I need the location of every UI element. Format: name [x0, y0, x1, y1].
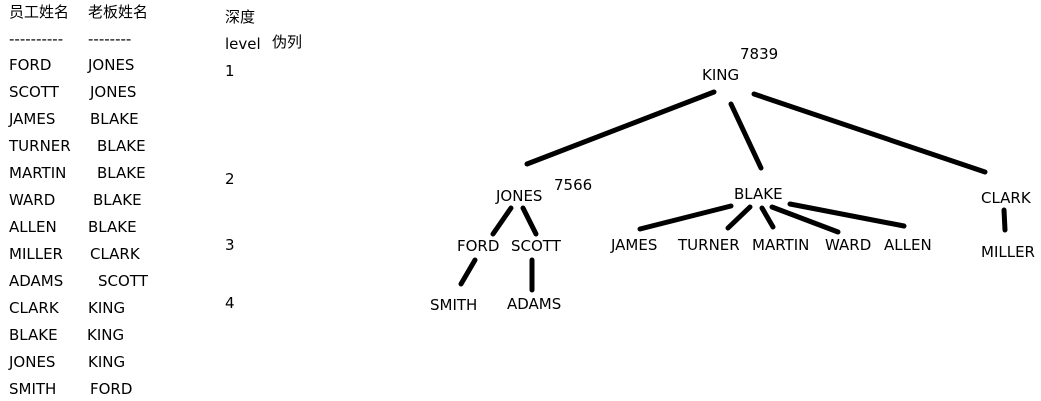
edge-clark-miller [1001, 207, 1008, 233]
employee-name-header: 员工姓名 [9, 3, 70, 21]
table-row-employee: ALLEN [9, 218, 57, 236]
level-label: level [225, 35, 261, 53]
table-row-boss: JONES [88, 56, 135, 74]
depth-title: 深度 [225, 8, 256, 26]
tree-node-allen: ALLEN [884, 236, 932, 254]
table-row-employee: SMITH [9, 380, 57, 398]
table-row-employee: JONES [9, 353, 56, 371]
table-row-employee: MARTIN [9, 164, 67, 182]
table-row-boss: BLAKE [93, 191, 142, 209]
table-row-employee: SCOTT [9, 83, 59, 101]
jones-number-label: 7566 [554, 176, 593, 194]
table-row-boss: FORD [90, 380, 133, 398]
edge-king-clark [751, 91, 988, 175]
edge-blake-turner [725, 204, 753, 231]
pseudo-column-label: 伪列 [272, 33, 303, 51]
tree-node-blake: BLAKE [734, 185, 783, 203]
table-row-boss: BLAKE [90, 110, 139, 128]
table-row-employee: FORD [9, 56, 52, 74]
tree-node-jones: JONES [496, 187, 543, 205]
table-row-employee: JAMES [9, 110, 56, 128]
table-row-boss: BLAKE [97, 137, 146, 155]
table-row-boss: BLAKE [88, 218, 137, 236]
tree-node-miller: MILLER [981, 243, 1035, 261]
table-row-employee: BLAKE [9, 326, 58, 344]
edge-blake-james [637, 203, 734, 232]
table-row-boss: BLAKE [97, 164, 146, 182]
tree-node-james: JAMES [611, 236, 658, 254]
table-row-employee: ADAMS [9, 272, 64, 290]
table-row-boss: CLARK [90, 245, 140, 263]
table-row-boss: KING [88, 299, 126, 317]
level-value: 4 [225, 294, 235, 312]
tree-node-ford: FORD [457, 237, 500, 255]
table-row-boss: KING [88, 353, 126, 371]
table-row-employee: WARD [9, 191, 56, 209]
king-number-label: 7839 [740, 45, 779, 63]
table-row-employee: MILLER [9, 245, 63, 263]
edge-ford-smith [458, 257, 478, 287]
boss-separator: -------- [88, 30, 132, 48]
edge-king-blake [728, 101, 764, 171]
tree-node-ward: WARD [825, 236, 872, 254]
table-row-employee: CLARK [9, 299, 59, 317]
table-row-boss: KING [87, 326, 125, 344]
tree-node-scott: SCOTT [511, 237, 561, 255]
edge-blake-martin [759, 205, 776, 230]
edge-blake-ward [769, 204, 841, 235]
tree-node-turner: TURNER [678, 236, 740, 254]
edge-jones-scott [520, 205, 539, 237]
tree-node-adams: ADAMS [507, 295, 562, 313]
employee-separator: ---------- [9, 30, 64, 48]
tree-node-smith: SMITH [430, 296, 478, 314]
edge-blake-allen [787, 201, 907, 229]
table-row-boss: SCOTT [98, 272, 148, 290]
level-value: 2 [225, 170, 235, 188]
edge-king-jones [524, 89, 717, 167]
tree-node-martin: MARTIN [752, 236, 810, 254]
level-value: 1 [225, 62, 235, 80]
table-row-employee: TURNER [9, 137, 71, 155]
edge-jones-ford [490, 205, 514, 237]
tree-node-clark: CLARK [981, 189, 1031, 207]
level-value: 3 [225, 236, 235, 254]
tree-node-king: KING [702, 66, 740, 84]
boss-name-header: 老板姓名 [88, 3, 149, 21]
table-row-boss: JONES [90, 83, 137, 101]
